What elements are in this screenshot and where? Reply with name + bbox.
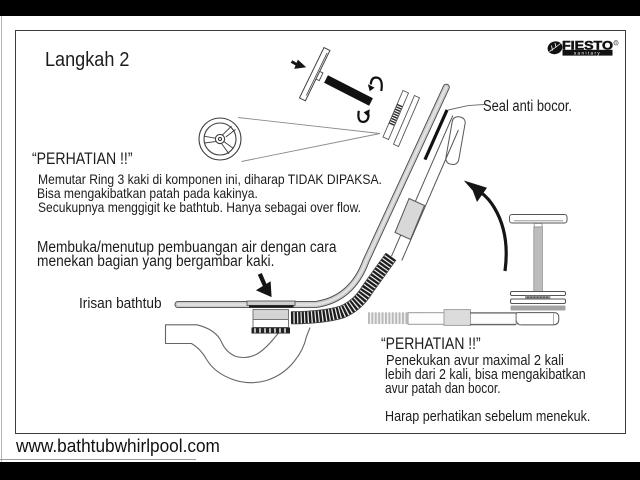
svg-text:sanitary: sanitary (574, 51, 601, 56)
svg-text:FIESTO: FIESTO (562, 40, 613, 52)
svg-text:R: R (614, 41, 617, 46)
